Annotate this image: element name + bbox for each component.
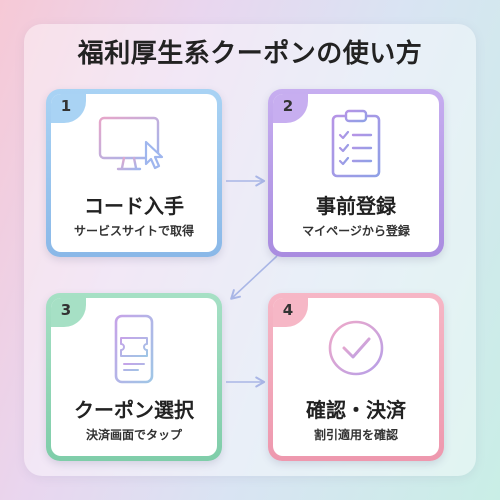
- step-subtitle: サービスサイトで取得: [73, 224, 194, 238]
- step-subtitle: 決済画面でタップ: [85, 428, 182, 442]
- page-title: 福利厚生系クーポンの使い方: [77, 39, 423, 69]
- step-number-badge: 3: [51, 298, 86, 327]
- check-circle-icon: [321, 312, 391, 386]
- clipboard-checklist-icon: [321, 108, 391, 184]
- step-title: クーポン選択: [74, 398, 194, 422]
- step-card-1: 1 コード入手 サービスサイトで取得: [46, 89, 222, 257]
- step-title: 事前登録: [316, 194, 396, 218]
- step-number-badge: 2: [273, 94, 308, 123]
- smartphone-coupon-icon: [104, 312, 164, 390]
- step-number-badge: 1: [51, 94, 86, 123]
- monitor-cursor-icon: [94, 108, 174, 182]
- step-title: コード入手: [84, 194, 184, 218]
- step-card-2: 2 事前登録 マイページから登録: [268, 89, 444, 257]
- step-subtitle: マイページから登録: [302, 224, 410, 238]
- step-title: 確認・決済: [306, 398, 406, 422]
- step-card-3: 3 クーポン選択 決済画面でタップ: [46, 293, 222, 461]
- step-card-4: 4 確認・決済 割引適用を確認: [268, 293, 444, 461]
- step-number-badge: 4: [273, 298, 308, 327]
- step-subtitle: 割引適用を確認: [313, 428, 398, 442]
